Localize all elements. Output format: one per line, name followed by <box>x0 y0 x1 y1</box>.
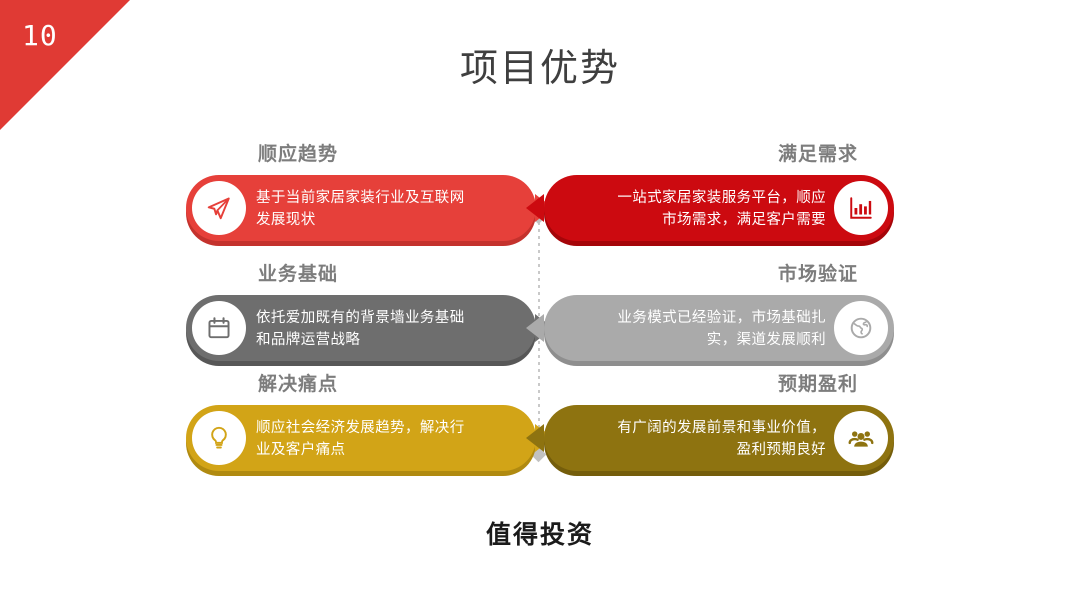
card-heading: 预期盈利 <box>777 374 858 395</box>
card-body-text: 顺应社会经济发展趋势，解决行 业及客户痛点 <box>256 416 508 462</box>
card-expected-profit[interactable]: 预期盈利 有广阔的发展前景和事业价值， 盈利预期良好 <box>526 374 894 495</box>
card-body-line: 实，渠道发展顺利 <box>706 332 826 348</box>
advantages-diagram: 顺应趋势 基于当前家居家装行业及互联网 发展现状 满足需求 <box>0 145 1080 505</box>
pill-arrow-tail <box>526 314 544 342</box>
card-pill[interactable]: 有广阔的发展前景和事业价值， 盈利预期良好 <box>526 405 894 477</box>
card-body-line: 业及客户痛点 <box>256 442 346 458</box>
card-body-line: 业务模式已经验证，市场基础扎 <box>617 310 826 326</box>
bar-chart-icon <box>834 181 888 235</box>
paper-plane-icon <box>192 181 246 235</box>
card-heading: 满足需求 <box>777 144 858 165</box>
page-number-flag: 10 <box>0 0 130 130</box>
users-icon <box>834 411 888 465</box>
card-business-foundation[interactable]: 业务基础 依托爱加既有的背景墙业务基础 和品牌运营战略 <box>186 264 553 385</box>
card-heading: 业务基础 <box>258 264 339 285</box>
card-heading: 解决痛点 <box>258 374 339 395</box>
card-demand-fulfilment[interactable]: 满足需求 一站式家居家装服务平台，顺应 市场需求，满足客户需要 <box>526 144 894 265</box>
card-body-text: 一站式家居家装服务平台，顺应 市场需求，满足客户需要 <box>574 186 826 232</box>
diagram-row-1: 顺应趋势 基于当前家居家装行业及互联网 发展现状 满足需求 <box>0 145 1080 265</box>
card-body-line: 发展现状 <box>256 212 316 228</box>
diagram-row-2: 业务基础 依托爱加既有的背景墙业务基础 和品牌运营战略 市场验证 <box>0 265 1080 385</box>
card-body-text: 有广阔的发展前景和事业价值， 盈利预期良好 <box>574 416 826 462</box>
pill-arrow-tail <box>526 424 544 452</box>
card-body-text: 依托爱加既有的背景墙业务基础 和品牌运营战略 <box>256 306 508 352</box>
card-pain-point-solution[interactable]: 解决痛点 顺应社会经济发展趋势，解决行 业及客户痛点 <box>186 374 553 495</box>
card-pill[interactable]: 一站式家居家装服务平台，顺应 市场需求，满足客户需要 <box>526 175 894 247</box>
card-body-text: 业务模式已经验证，市场基础扎 实，渠道发展顺利 <box>574 306 826 352</box>
card-body-line: 和品牌运营战略 <box>256 332 361 348</box>
card-body-text: 基于当前家居家装行业及互联网 发展现状 <box>256 186 508 232</box>
page-title: 项目优势 <box>459 48 620 90</box>
card-market-validation[interactable]: 市场验证 业务模式已经验证，市场基础扎 实，渠道发展顺利 <box>526 264 894 385</box>
page-number: 10 <box>22 19 58 52</box>
card-body-line: 有广阔的发展前景和事业价值， <box>617 420 826 436</box>
card-heading: 顺应趋势 <box>258 144 339 165</box>
card-pill[interactable]: 业务模式已经验证，市场基础扎 实，渠道发展顺利 <box>526 295 894 367</box>
card-body-line: 一站式家居家装服务平台，顺应 <box>617 190 826 206</box>
footer-tagline: 值得投资 <box>485 521 594 549</box>
diagram-row-3: 解决痛点 顺应社会经济发展趋势，解决行 业及客户痛点 预期盈利 <box>0 375 1080 495</box>
corner-triangle-decoration <box>0 0 130 130</box>
calendar-icon <box>192 301 246 355</box>
lightbulb-icon <box>192 411 246 465</box>
card-body-line: 基于当前家居家装行业及互联网 <box>256 190 465 206</box>
card-body-line: 盈利预期良好 <box>736 442 826 458</box>
globe-icon <box>834 301 888 355</box>
card-body-line: 依托爱加既有的背景墙业务基础 <box>256 310 465 326</box>
card-pill[interactable]: 基于当前家居家装行业及互联网 发展现状 <box>186 175 553 247</box>
card-trend-alignment[interactable]: 顺应趋势 基于当前家居家装行业及互联网 发展现状 <box>186 144 553 265</box>
pill-arrow-tail <box>526 194 544 222</box>
card-body-line: 顺应社会经济发展趋势，解决行 <box>256 420 465 436</box>
card-pill[interactable]: 顺应社会经济发展趋势，解决行 业及客户痛点 <box>186 405 553 477</box>
card-heading: 市场验证 <box>777 264 858 285</box>
card-pill[interactable]: 依托爱加既有的背景墙业务基础 和品牌运营战略 <box>186 295 553 367</box>
card-body-line: 市场需求，满足客户需要 <box>662 212 826 228</box>
